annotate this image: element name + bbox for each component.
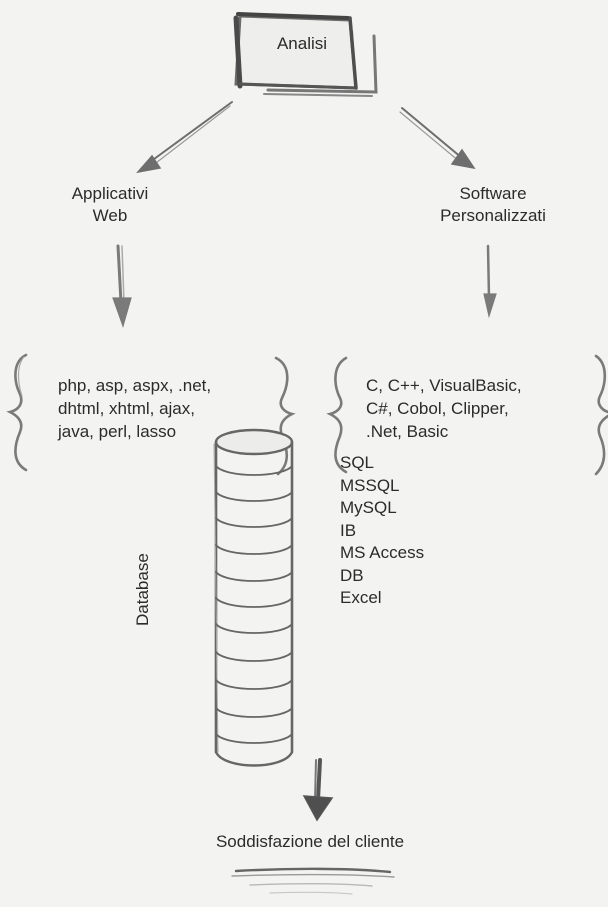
software-languages-list: C, C++, VisualBasic, C#, Cobol, Clipper,…	[366, 374, 596, 443]
web-branch-label-line-1: Applicativi	[71, 184, 149, 203]
brace-left-software	[326, 356, 348, 474]
software-branch-label-line-2: Personalizzati	[440, 206, 546, 225]
web-languages-line: php, asp, aspx, .net,	[58, 376, 212, 395]
brace-left-web	[6, 353, 28, 472]
database-item: MySQL	[340, 498, 397, 517]
web-branch-label: Applicativi Web	[40, 183, 180, 227]
database-label: Database	[133, 553, 152, 626]
arrow-db-down	[302, 758, 334, 822]
analisi-label: Analisi	[276, 34, 328, 53]
database-item: MSSQL	[340, 475, 400, 495]
arrow-to-web	[136, 101, 233, 174]
arrow-to-software	[399, 107, 476, 170]
result-label: Soddisfazione del cliente	[215, 832, 405, 851]
software-languages-line: C, C++, VisualBasic,	[366, 376, 522, 395]
database-cylinder	[213, 428, 294, 767]
database-item: MS Access	[340, 543, 425, 562]
web-branch-label-line-2: Web	[92, 206, 128, 225]
software-branch-label-line-1: Software	[459, 184, 527, 203]
web-languages-list: php, asp, aspx, .net, dhtml, xhtml, ajax…	[58, 374, 288, 443]
result-underline	[231, 867, 395, 895]
arrow-web-down	[112, 244, 132, 328]
brace-right-software	[594, 354, 608, 476]
database-item: SQL	[340, 453, 375, 472]
software-languages-line: C#, Cobol, Clipper,	[366, 399, 509, 418]
analisi-box	[233, 12, 378, 97]
web-languages-line: java, perl, lasso	[58, 422, 177, 441]
database-item: DB	[340, 565, 364, 585]
arrow-software-down	[483, 244, 497, 319]
software-languages-line: .Net, Basic	[366, 422, 449, 441]
database-item: Excel	[340, 588, 382, 607]
web-languages-line: dhtml, xhtml, ajax,	[58, 399, 195, 418]
database-item: IB	[340, 520, 357, 540]
database-items-list: SQL MSSQL MySQL IB MS Access DB Excel	[340, 452, 424, 610]
software-branch-label: Software Personalizzati	[418, 183, 568, 227]
